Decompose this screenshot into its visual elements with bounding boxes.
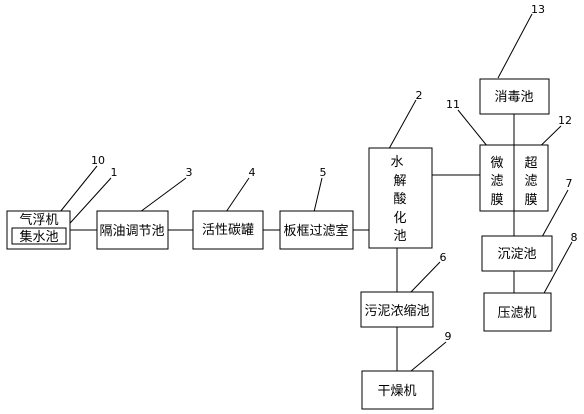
ref-number-3: 3 [186,166,193,179]
ultrafilter-char: 超 [524,156,537,171]
disinfection-box [479,78,550,115]
filter-press-room-box [279,210,354,250]
press-label: 压滤机 [497,306,536,321]
ultrafilter-char: 膜 [524,193,537,208]
grease-trap-label: 隔油调节池 [99,224,164,239]
ref-number-6: 6 [440,251,447,264]
ref-number-10: 10 [91,154,105,167]
filter-press-room-label: 板框过滤室 [283,223,348,239]
carbon-box [192,210,264,250]
microfilter-char: 微 [490,156,503,171]
dryer-box [361,370,434,410]
ref-number-8: 8 [571,231,578,244]
ref-number-11: 11 [446,98,460,111]
sludge-thickener-label: 污泥浓缩池 [364,303,429,319]
disinfection-label: 消毒池 [494,90,533,105]
sedimentation-box [481,235,553,272]
dryer-label: 干燥机 [377,384,416,399]
ref-number-2: 2 [416,89,423,102]
ref-number-12: 12 [558,114,572,127]
connector-lines [70,114,515,371]
collection-box [11,227,67,245]
ref-number-9: 9 [445,330,452,343]
carbon-label: 活性碳罐 [202,223,254,238]
ultrafilter-box [513,144,549,212]
ref-number-1: 1 [111,166,118,179]
hydrolysis-char: 解 [393,174,406,189]
process-boxes [6,78,553,410]
ref-number-13: 13 [531,3,545,16]
collection-label: 集水池 [19,229,58,245]
ref-number-5: 5 [320,166,327,179]
hydrolysis-char: 酸 [393,192,406,207]
reference-numbers: 10 1 3 4 5 2 6 9 11 12 13 7 8 [91,3,578,343]
box-labels: 气浮机 集水池 隔油调节池 活性碳罐 板框过滤室 水 解 酸 化 池 污泥浓缩池… [19,90,537,399]
hydrolysis-char: 水 [390,155,403,170]
sludge-thickener-box [360,291,434,328]
ref-number-4: 4 [249,166,256,179]
press-box [483,292,552,332]
sedimentation-label: 沉淀池 [497,247,536,262]
ultrafilter-char: 滤 [524,174,537,189]
hydrolysis-box [368,147,433,249]
grease-trap-box [96,210,169,250]
hydrolysis-char: 池 [393,229,406,244]
ref-number-7: 7 [566,177,573,190]
microfilter-char: 滤 [490,174,503,189]
microfilter-char: 膜 [490,193,503,208]
flotation-label: 气浮机 [19,212,58,228]
hydrolysis-char: 化 [393,211,406,226]
